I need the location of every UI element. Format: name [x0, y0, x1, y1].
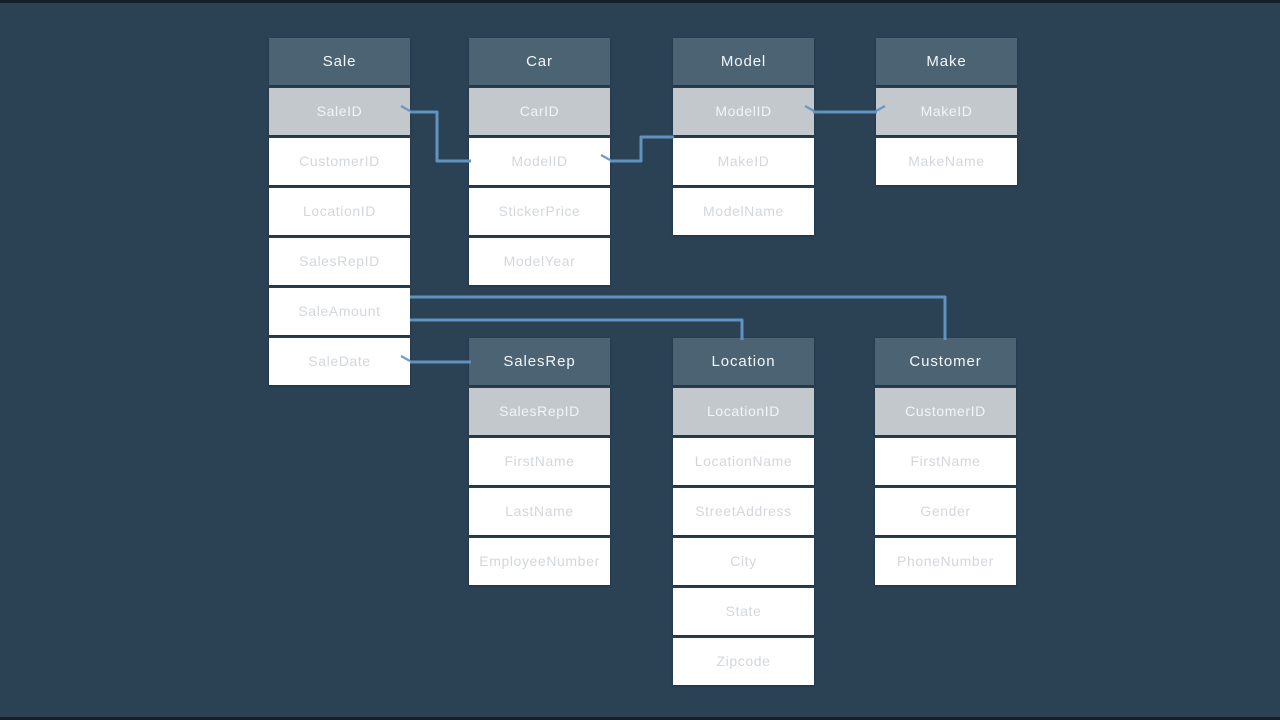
field-row: StreetAddress: [673, 488, 814, 535]
table-title-car: Car: [469, 38, 610, 85]
letterbox-top: [0, 0, 1280, 3]
table-title-location: Location: [673, 338, 814, 385]
field-row: State: [673, 588, 814, 635]
table-title-customer: Customer: [875, 338, 1016, 385]
table-title-model: Model: [673, 38, 814, 85]
primary-key-field-row: MakeID: [876, 88, 1017, 135]
field-row: Zipcode: [673, 638, 814, 685]
primary-key-field-row: ModelID: [673, 88, 814, 135]
field-row: StickerPrice: [469, 188, 610, 235]
field-row: FirstName: [875, 438, 1016, 485]
field-row: City: [673, 538, 814, 585]
field-row: LocationName: [673, 438, 814, 485]
field-row: EmployeeNumber: [469, 538, 610, 585]
field-row: CustomerID: [269, 138, 410, 185]
primary-key-field-row: SalesRepID: [469, 388, 610, 435]
field-row: MakeID: [673, 138, 814, 185]
field-row: ModelName: [673, 188, 814, 235]
field-row: FirstName: [469, 438, 610, 485]
table-title-make: Make: [876, 38, 1017, 85]
primary-key-field-row: CarID: [469, 88, 610, 135]
field-row: Gender: [875, 488, 1016, 535]
letterbox-bottom: [0, 717, 1280, 720]
field-row: MakeName: [876, 138, 1017, 185]
field-row: SalesRepID: [269, 238, 410, 285]
primary-key-field-row: CustomerID: [875, 388, 1016, 435]
primary-key-field-row: SaleID: [269, 88, 410, 135]
primary-key-field-row: LocationID: [673, 388, 814, 435]
field-row: SaleAmount: [269, 288, 410, 335]
field-row: ModelYear: [469, 238, 610, 285]
table-title-salesrep: SalesRep: [469, 338, 610, 385]
field-row: LastName: [469, 488, 610, 535]
field-row: ModelID: [469, 138, 610, 185]
field-row: LocationID: [269, 188, 410, 235]
table-title-sale: Sale: [269, 38, 410, 85]
field-row: PhoneNumber: [875, 538, 1016, 585]
field-row: SaleDate: [269, 338, 410, 385]
